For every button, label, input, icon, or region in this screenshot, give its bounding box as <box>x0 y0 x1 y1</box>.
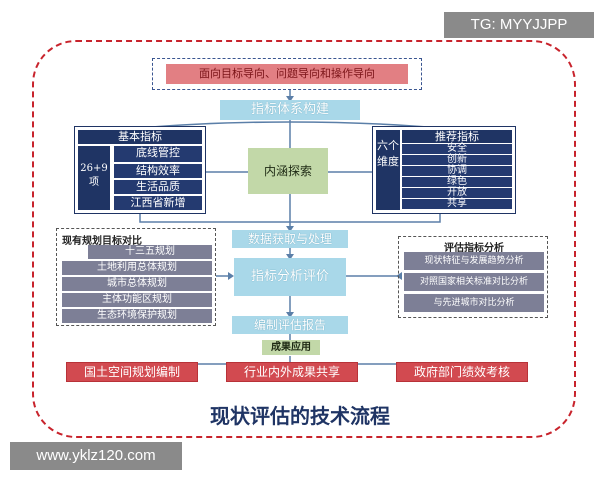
recommended-item-safety: 安全 <box>402 143 512 154</box>
eval-analysis-list: 现状特征与发展趋势分析 对照国家相关标准对比分析 与先进城市对比分析 <box>404 252 544 312</box>
watermark-bottom: www.yklz120.com <box>10 442 182 470</box>
basic-item-jiangxi: 江西省新增 <box>114 194 202 210</box>
app-performance-review: 政府部门绩效考核 <box>396 362 528 382</box>
result-apply-box: 成果应用 <box>262 340 320 355</box>
eval-item-advanced-cities: 与先进城市对比分析 <box>404 294 544 312</box>
outer-frame <box>32 40 576 438</box>
app-result-sharing: 行业内外成果共享 <box>226 362 358 382</box>
eval-item-national-standard: 对照国家相关标准对比分析 <box>404 273 544 291</box>
recommended-item-share: 共享 <box>402 198 512 209</box>
page-title: 现状评估的技术流程 <box>210 404 390 428</box>
basic-indicators-count: 26+9项 <box>78 146 110 210</box>
plan-item-ecology: 生态环境保护规划 <box>62 309 212 323</box>
plan-compare-title: 现有规划目标对比 <box>62 236 142 247</box>
plan-compare-list: 十三五规划 土地利用总体规划 城市总体规划 主体功能区规划 生态环境保护规划 <box>62 245 212 323</box>
recommended-indicators-title: 推荐指标 <box>402 130 512 143</box>
plan-compare-frame <box>56 228 216 326</box>
basic-indicators-title: 基本指标 <box>78 130 202 144</box>
basic-item-bottom-line: 底线管控 <box>114 146 202 162</box>
recommended-item-open: 开放 <box>402 187 512 198</box>
goal-orientation-frame <box>152 58 422 90</box>
data-processing-box: 数据获取与处理 <box>232 230 348 248</box>
goal-orientation-banner: 面向目标导向、问题导向和操作导向 <box>166 64 408 84</box>
plan-item-13th-five: 十三五规划 <box>88 245 212 259</box>
recommended-item-innovation: 创新 <box>402 154 512 165</box>
basic-item-quality: 生活品质 <box>114 178 202 194</box>
basic-item-structure: 结构效率 <box>114 162 202 178</box>
recommended-indicators-list: 安全 创新 协调 绿色 开放 共享 <box>402 143 512 209</box>
recommended-side-label: 六个维度 <box>376 130 400 210</box>
connotation-box: 内涵探索 <box>248 148 328 194</box>
report-box: 编制评估报告 <box>232 316 348 334</box>
basic-indicators-list: 底线管控 结构效率 生活品质 江西省新增 <box>114 146 202 210</box>
app-spatial-planning: 国土空间规划编制 <box>66 362 198 382</box>
eval-analysis-frame <box>398 236 548 318</box>
eval-item-trend: 现状特征与发展趋势分析 <box>404 252 544 270</box>
plan-item-city: 城市总体规划 <box>62 277 212 291</box>
recommended-item-coordination: 协调 <box>402 165 512 176</box>
indicator-build-box: 指标体系构建 <box>220 100 360 120</box>
eval-analysis-title: 评估指标分析 <box>444 243 504 254</box>
plan-item-land-use: 土地利用总体规划 <box>62 261 212 275</box>
recommended-item-green: 绿色 <box>402 176 512 187</box>
plan-item-function-zone: 主体功能区规划 <box>62 293 212 307</box>
watermark-top: TG: MYYJJPP <box>444 12 594 38</box>
indicator-analysis-box: 指标分析评价 <box>234 258 346 296</box>
